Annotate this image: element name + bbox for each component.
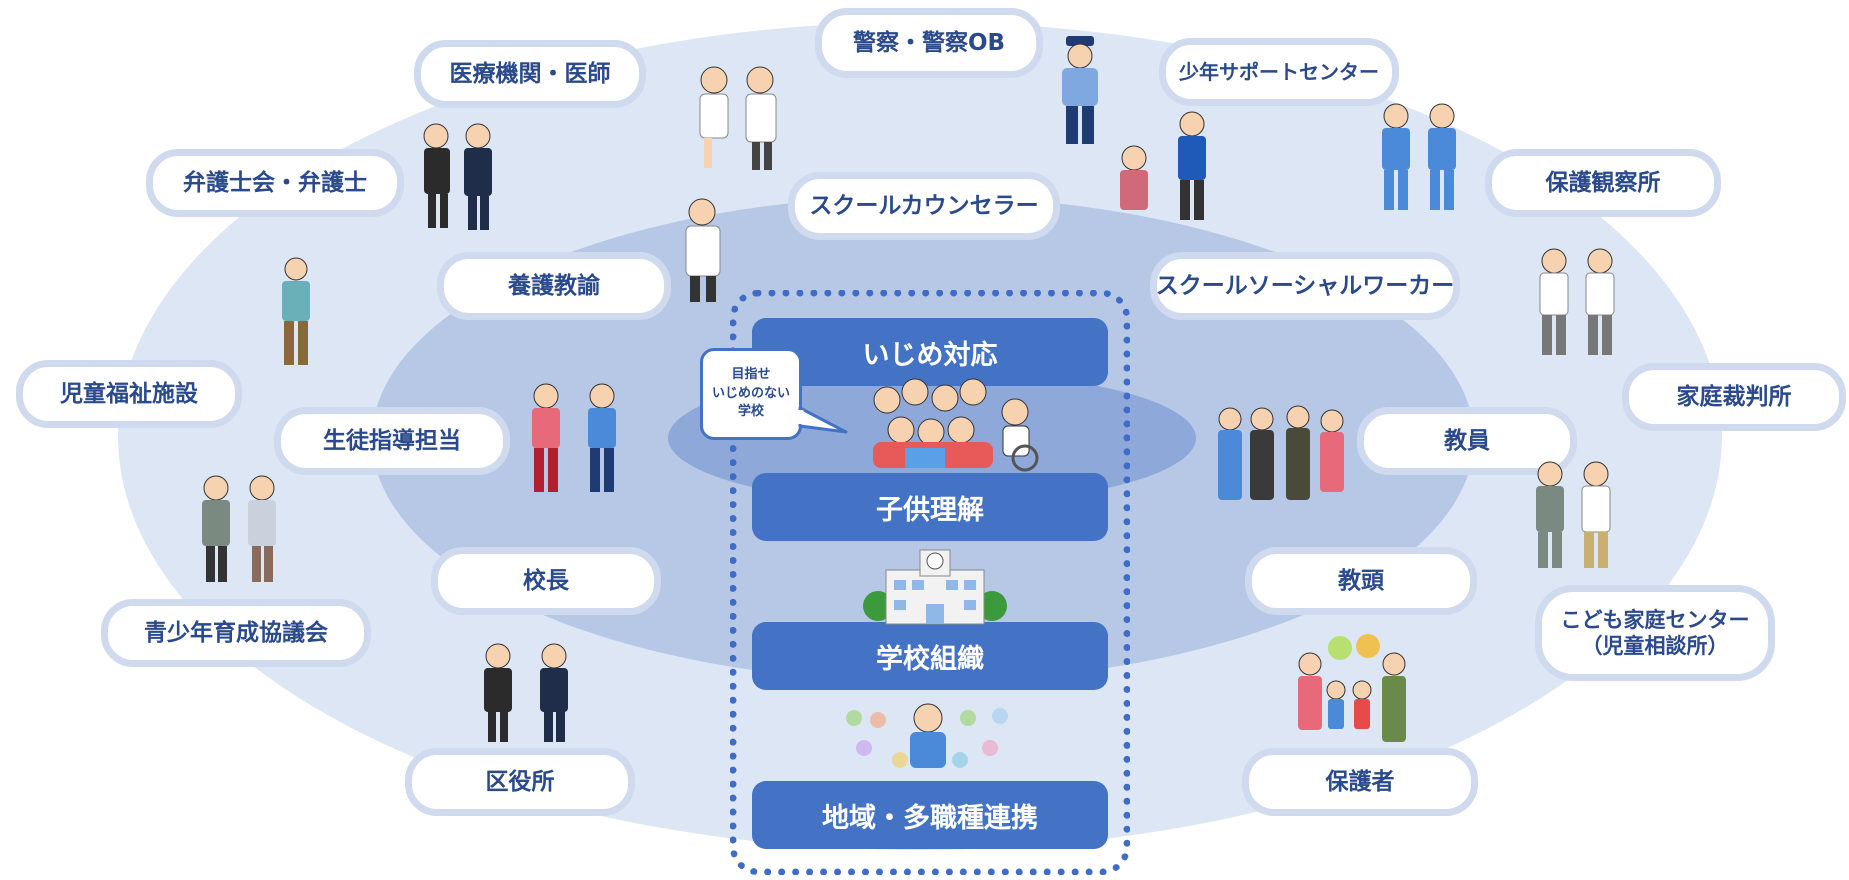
label-family-court: 家庭裁判所 (1622, 363, 1846, 431)
speech-line-2: いじめのない (711, 385, 790, 401)
probation-officers-illustration (1382, 103, 1456, 210)
community-illustration (846, 703, 1008, 768)
bar-school-organization: 学校組織 (752, 622, 1108, 690)
school-nurse-illustration (685, 198, 721, 302)
youth-council-illustration (202, 475, 276, 582)
label-child-family-center-line2: （児童相談所） (1581, 634, 1729, 658)
label-child-family-center: こども家庭センター （児童相談所） (1535, 585, 1775, 681)
doctor-nurse-illustration (699, 66, 777, 170)
student-guidance-teachers-illustration (532, 383, 616, 492)
parents-illustration (1298, 634, 1406, 742)
speech-bubble-tail (798, 406, 848, 434)
label-police: 警察・警察OB (815, 8, 1043, 78)
label-teachers: 教員 (1357, 407, 1577, 475)
label-youth-council: 青少年育成協議会 (101, 599, 371, 667)
teachers-illustration (1218, 405, 1344, 500)
children-group-illustration (873, 378, 1039, 472)
label-parents: 保護者 (1242, 748, 1478, 816)
label-principal: 校長 (431, 547, 661, 615)
label-child-family-center-line1: こども家庭センター (1560, 607, 1750, 632)
lawyers-illustration (423, 123, 492, 230)
ward-office-staff-illustration (484, 643, 568, 742)
child-family-center-staff-illustration (1536, 461, 1611, 568)
label-medical: 医療機関・医師 (414, 40, 646, 108)
label-child-welfare-facility: 児童福祉施設 (16, 360, 242, 428)
bar-child-understanding: 子供理解 (752, 473, 1108, 541)
police-officer-illustration (1062, 36, 1098, 144)
label-school-nurse: 養護教諭 (437, 252, 671, 320)
speech-bubble: 目指せ いじめのない 学校 (700, 348, 802, 440)
school-building-illustration (863, 549, 1007, 625)
label-ward-office: 区役所 (405, 748, 635, 816)
label-youth-support-center: 少年サポートセンター (1159, 38, 1399, 106)
speech-line-1: 目指せ (731, 366, 771, 382)
bar-bullying-response: いじめ対応 (752, 318, 1108, 386)
label-student-guidance: 生徒指導担当 (274, 407, 510, 475)
counselor-social-worker-illustration (1120, 111, 1206, 220)
speech-line-3: 学校 (737, 404, 764, 420)
core-frame (730, 290, 1130, 875)
label-probation-office: 保護観察所 (1485, 149, 1721, 217)
court-staff-illustration (1539, 248, 1615, 355)
bar-community-collaboration: 地域・多職種連携 (752, 781, 1108, 849)
label-vice-principal: 教頭 (1245, 547, 1477, 615)
label-lawyers: 弁護士会・弁護士 (146, 149, 404, 217)
label-school-social-worker: スクールソーシャルワーカー (1150, 252, 1460, 320)
welfare-worker-illustration (282, 257, 310, 365)
label-school-counselor: スクールカウンセラー (788, 172, 1060, 240)
